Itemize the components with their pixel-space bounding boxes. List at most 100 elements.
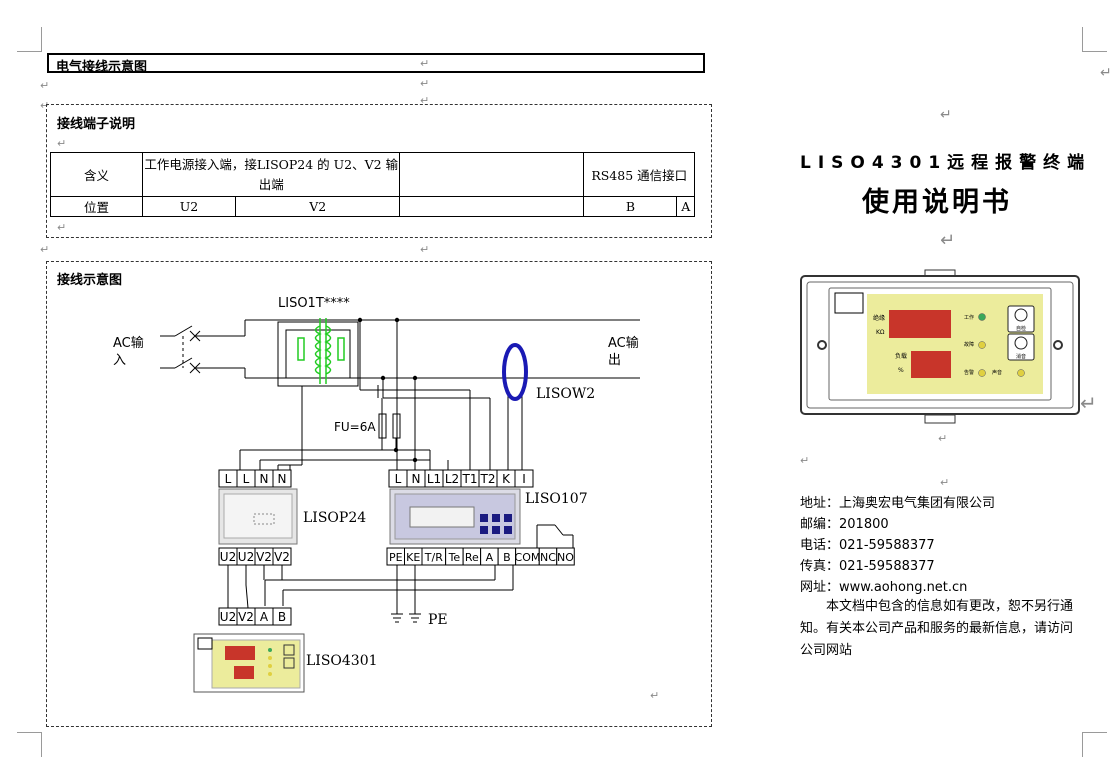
paragraph-mark: ↵ (938, 432, 948, 445)
paragraph-mark: ↵ (420, 94, 430, 107)
terminal-table: 含义 工作电源接入端，接LISOP24 的 U2、V2 输出端 RS485 通信… (50, 152, 695, 217)
terminal-section (46, 104, 712, 238)
contact-postcode: 邮编：201800 (800, 517, 889, 532)
contact-address: 地址：上海奥宏电气集团有限公司 (800, 496, 996, 511)
terminal-label: L (243, 472, 250, 486)
crop-mark-bottom-right (1082, 732, 1107, 757)
led-label: 告警 (964, 369, 974, 376)
terminal-label: L2 (445, 472, 459, 486)
table-cell: 位置 (50, 196, 143, 217)
crop-mark-bottom-left (17, 732, 42, 757)
terminal-cell (514, 469, 534, 488)
paragraph-mark: ↵ (940, 107, 952, 123)
led-indicator (978, 313, 986, 321)
fuse-label: FU=6A (334, 420, 376, 434)
paragraph-mark: ↵ (40, 243, 50, 256)
terminal-cell (272, 607, 292, 626)
self-test-button[interactable]: 自检 (1007, 305, 1035, 333)
terminal-label: V2 (238, 610, 254, 624)
led-group: 工作 故障 告警 声音 (964, 313, 1025, 377)
mute-label: 消音 (1016, 353, 1026, 360)
paragraph-mark: ↵ (420, 57, 430, 70)
table-cell: 工作电源接入端，接LISOP24 的 U2、V2 输出端 (141, 152, 401, 197)
terminal-label: U2 (238, 550, 254, 564)
diagram-section-title: 接线示意图 (57, 273, 123, 288)
transformer-coil (297, 318, 345, 384)
paragraph-mark: ↵ (940, 230, 956, 251)
load-display (911, 351, 951, 378)
self-test-label: 自检 (1016, 325, 1026, 332)
table-cell: A (676, 196, 695, 217)
paragraph-mark: ↵ (420, 243, 430, 256)
terminal-label: T/R (424, 551, 443, 564)
contact-website: 网址：www.aohong.net.cn (800, 580, 968, 595)
panel-unit-kohm: KΩ (876, 329, 885, 336)
terminal-label: Te (448, 551, 461, 564)
remote-label: LISO4301 (306, 653, 378, 669)
terminal-label: V2 (274, 550, 290, 564)
diagram-section (46, 261, 712, 727)
led-label: 工作 (964, 314, 974, 321)
ct-ring (502, 343, 528, 401)
cover-subtitle: 使用说明书 (862, 187, 1012, 218)
transformer-label: LISO1T**** (278, 296, 350, 311)
paragraph-mark: ↵ (940, 476, 950, 489)
led-indicator (978, 341, 986, 349)
terminal-label: NO (557, 551, 574, 564)
table-cell (399, 152, 585, 197)
terminal-cell (272, 469, 292, 488)
pe-label: PE (428, 612, 448, 628)
led-indicator (978, 369, 986, 377)
device-panel: 绝缘 KΩ 负载 % 工作 故障 告警 声音 自检 消音 (800, 269, 1080, 424)
terminal-label: I (522, 472, 526, 486)
terminal-label: COM (515, 551, 541, 564)
notice-text: 本文档中包含的信息如有更改，恕不另行通知。有关本公司产品和服务的最新信息，请访问… (800, 599, 1074, 658)
paragraph-mark: ↵ (1080, 391, 1097, 415)
terminal-cell (272, 547, 292, 566)
psu-label: LISOP24 (303, 510, 366, 526)
terminal-label: Re (465, 551, 479, 564)
paragraph-mark: ↵ (57, 221, 67, 234)
terminal-label: L (225, 472, 232, 486)
terminal-label: KE (406, 551, 420, 564)
terminal-label: K (502, 472, 511, 486)
paragraph-mark: ↵ (1100, 65, 1112, 81)
table-cell: U2 (142, 196, 236, 217)
terminal-label: U2 (220, 550, 236, 564)
ct-label: LISOW2 (536, 386, 595, 402)
ac-out-label-2: 出 (608, 353, 621, 368)
ac-out-label-1: AC输 (608, 335, 639, 351)
ac-in-label-1: AC输 (113, 335, 144, 351)
terminal-label: N (260, 472, 269, 486)
contact-fax: 传真：021-59588377 (800, 559, 935, 574)
table-cell: RS485 通信接口 (583, 152, 695, 197)
table-cell: B (583, 196, 678, 217)
table-cell: V2 (234, 196, 401, 217)
panel-label-insulation: 绝缘 (873, 314, 885, 322)
mute-button[interactable]: 消音 (1007, 333, 1035, 361)
panel-unit-percent: % (898, 367, 904, 374)
terminal-label: A (260, 610, 269, 624)
led-label: 声音 (992, 369, 1002, 376)
contact-phone: 电话：021-59588377 (800, 538, 935, 553)
terminal-label: T1 (462, 472, 478, 486)
monitor-label: LISO107 (525, 491, 588, 507)
terminal-cell (556, 547, 575, 566)
led-indicator (1017, 369, 1025, 377)
heading-title: 电气接线示意图 (56, 60, 148, 75)
crop-mark-top-left (17, 27, 42, 52)
insulation-display (889, 310, 951, 338)
cover-title: LISO4301远程报警终端 (800, 153, 1092, 173)
terminal-label: N (278, 472, 287, 486)
terminal-label: L1 (427, 472, 441, 486)
terminal-label: L (395, 472, 402, 486)
paragraph-mark: ↵ (650, 689, 660, 702)
paragraph-mark: ↵ (800, 454, 810, 467)
heading-box: 电气接线示意图 (47, 53, 705, 75)
